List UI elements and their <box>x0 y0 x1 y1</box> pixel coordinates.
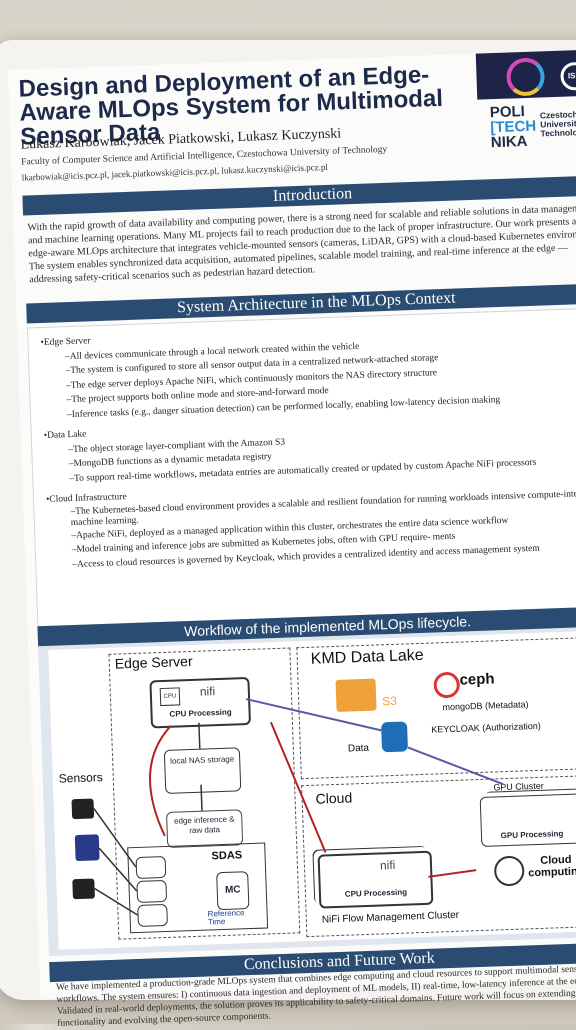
arrow <box>270 721 327 853</box>
workflow-arrows <box>93 698 504 916</box>
arrow <box>198 722 201 749</box>
arrow <box>149 725 172 837</box>
arrow <box>200 784 203 811</box>
arrow <box>245 698 382 732</box>
arrow <box>407 746 504 786</box>
arrow <box>94 887 138 916</box>
introduction-text: With the rapid growth of data availabili… <box>27 202 576 286</box>
architecture-body: Edge Server All devices communicate thro… <box>26 307 576 628</box>
arrow <box>93 808 137 868</box>
workflow-diagram: Edge Server CPU nifi CPU Processing loca… <box>48 630 576 950</box>
logo-banner: ISD <box>475 49 576 100</box>
arrow <box>98 847 138 892</box>
workflow-panel: Workflow of the implemented MLOps lifecy… <box>37 606 576 957</box>
isd-logo-icon: ISD <box>560 61 576 91</box>
university-name: Czestochowa University of Technology <box>539 108 576 139</box>
poster: Design and Deployment of an Edge-Aware M… <box>8 49 576 1029</box>
politechnika-logo: POLI [TECH NIKA <box>489 102 537 152</box>
ring-logo-icon <box>505 57 546 97</box>
arrow <box>428 869 477 878</box>
logos: ISD POLI [TECH NIKA Czestochowa Universi… <box>475 49 576 173</box>
